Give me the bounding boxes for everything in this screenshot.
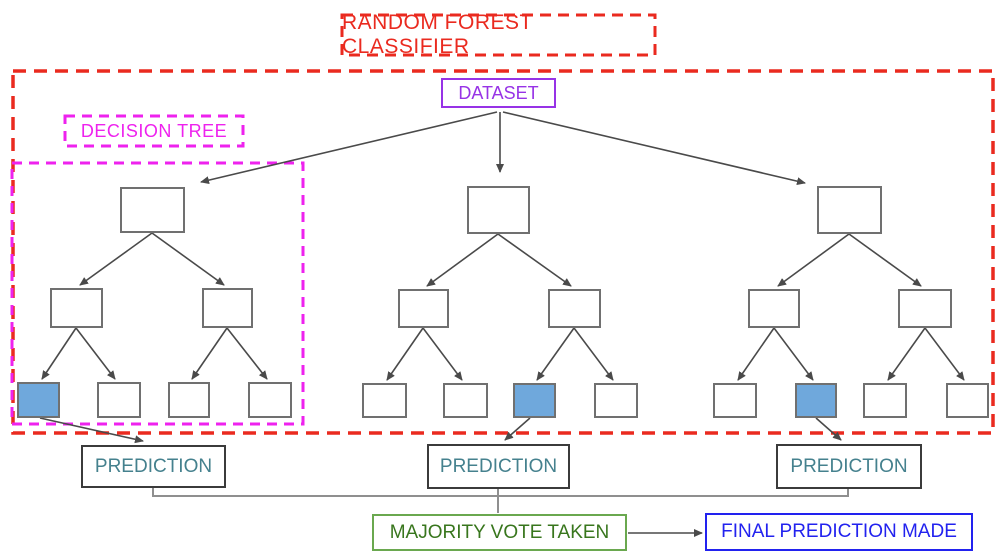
tree2-leaf-2 (443, 383, 488, 418)
leaf-to-prediction-arrows (39, 417, 842, 444)
tree3-leaf-4 (946, 383, 989, 418)
tree1-leaf-2 (97, 382, 141, 418)
prediction-box-1: PREDICTION (81, 445, 226, 488)
final-prediction-box: FINAL PREDICTION MADE (705, 513, 973, 551)
title-dashed-frame (340, 13, 657, 57)
tree1-root-node (120, 187, 185, 233)
tree2-right-node (548, 289, 601, 328)
tree2-left-node (398, 289, 449, 328)
tree3-left-node (748, 289, 800, 328)
tree2-leaf-4 (594, 383, 638, 418)
decision-tree-label: DECISION TREE (80, 120, 228, 141)
prediction-box-2: PREDICTION (427, 444, 570, 489)
prediction-box-3: PREDICTION (776, 444, 922, 489)
diagram-title: RANDOM FOREST CLASSIFIER (342, 11, 533, 58)
dataset-box: DATASET (441, 78, 556, 108)
tree1-leaf-4 (248, 382, 292, 418)
tree3-arrows (737, 233, 965, 381)
tree2-leaf-1 (362, 383, 407, 418)
decision-tree-region-frame (10, 161, 305, 426)
tree1-arrows (41, 232, 268, 380)
tree3-root-node (817, 186, 882, 234)
tree2-root-node (467, 186, 530, 234)
tree2-leaf-3-highlighted (513, 383, 556, 418)
decision-tree-label-frame (63, 114, 245, 148)
dashed-frames (10, 13, 995, 435)
tree3-leaf-2-highlighted (795, 383, 837, 418)
tree3-leaf-3 (863, 383, 907, 418)
tree3-right-node (898, 289, 952, 328)
tree1-leaf-3 (168, 382, 210, 418)
forest-dashed-frame (11, 69, 995, 435)
tree3-leaf-1 (713, 383, 757, 418)
tree2-arrows (386, 233, 614, 381)
tree1-leaf-1-highlighted (17, 382, 60, 418)
majority-vote-box: MAJORITY VOTE TAKEN (372, 514, 627, 551)
tree1-left-node (50, 288, 103, 328)
prediction-connectors (152, 488, 849, 513)
dataset-arrows (200, 111, 806, 186)
tree1-right-node (202, 288, 253, 328)
